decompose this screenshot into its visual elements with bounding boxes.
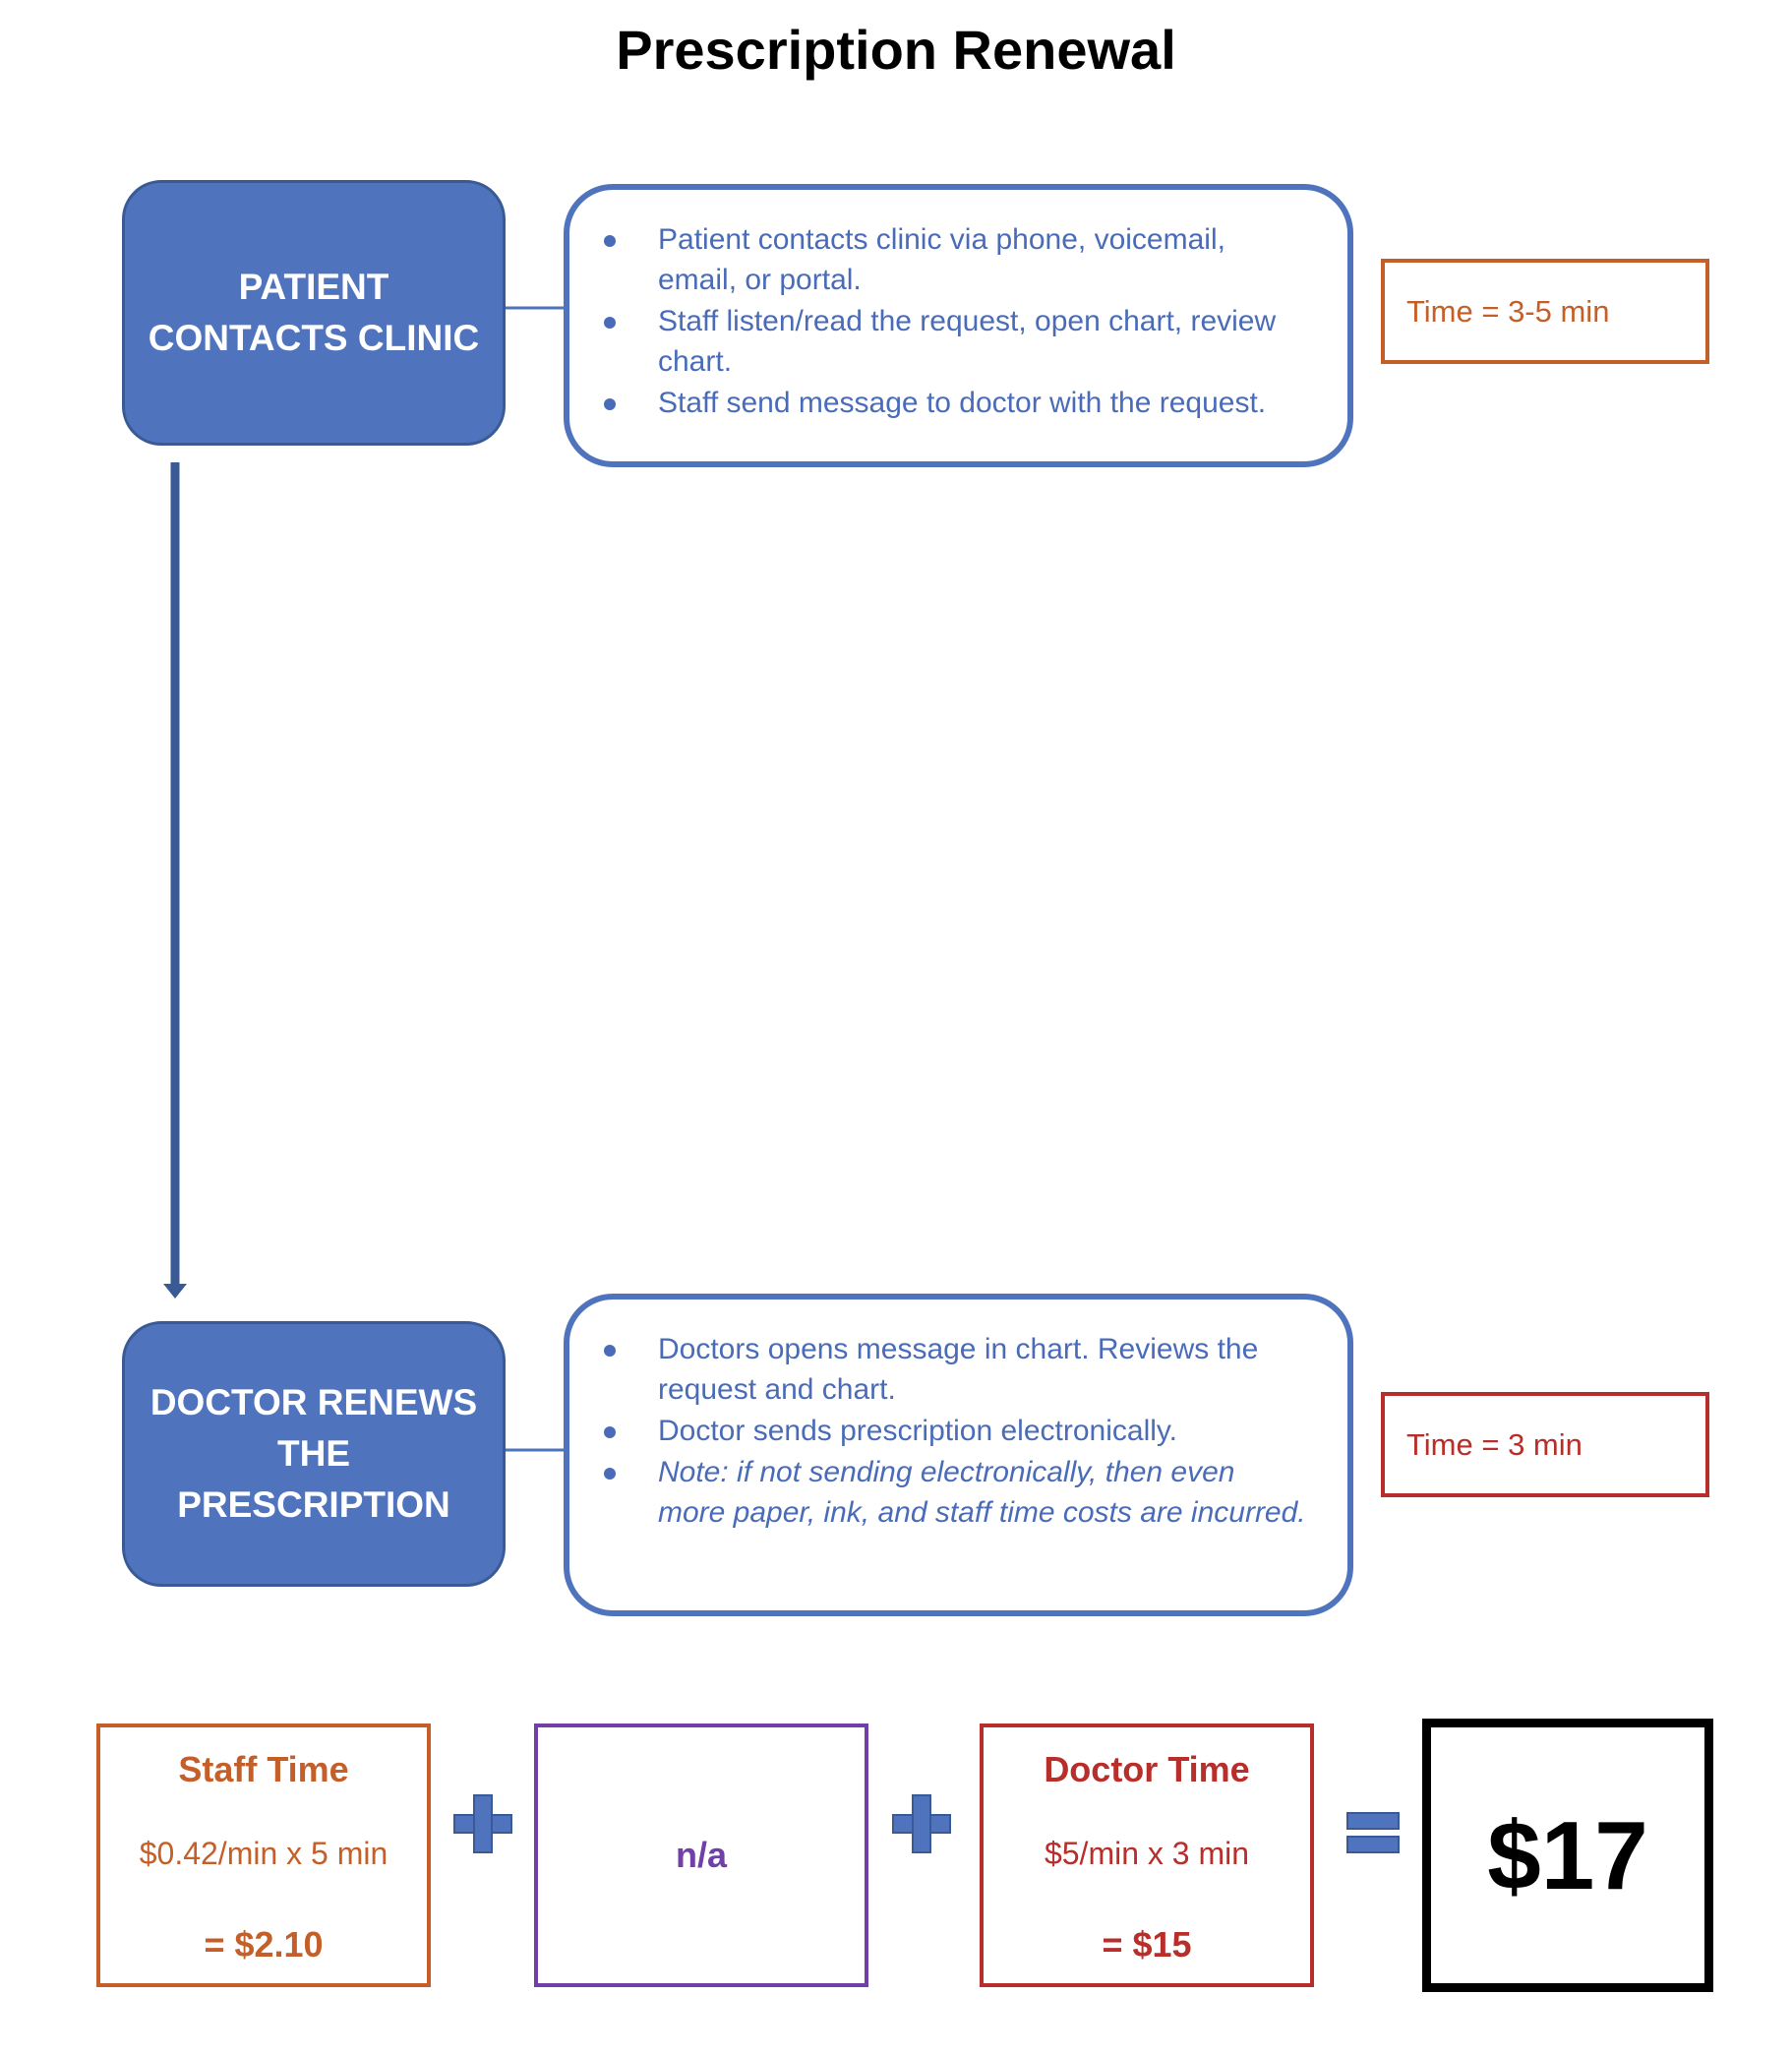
cost-staff-time: Staff Time $0.42/min x 5 min = $2.10 <box>96 1723 431 1987</box>
step-1-bullet: Staff listen/read the request, open char… <box>604 301 1308 382</box>
step-patient-contacts-clinic: PATIENT CONTACTS CLINIC <box>122 180 506 446</box>
cost-middle: n/a <box>534 1723 868 1987</box>
step-2-note: Note: if not sending electronically, the… <box>604 1452 1308 1533</box>
equals-icon <box>1346 1812 1400 1853</box>
staff-time-result: = $2.10 <box>204 1924 324 1965</box>
step-2-details: Doctors opens message in chart. Reviews … <box>564 1294 1353 1616</box>
flow-arrow-head <box>163 1284 187 1299</box>
middle-cost-text: n/a <box>675 1835 727 1875</box>
step-2-time-label: Time = 3 min <box>1406 1426 1583 1462</box>
staff-time-title: Staff Time <box>178 1749 349 1789</box>
staff-time-formula: $0.42/min x 5 min <box>139 1836 388 1871</box>
doctor-time-result: = $15 <box>1102 1924 1192 1965</box>
plus-icon-2 <box>892 1794 951 1853</box>
step-1-time: Time = 3-5 min <box>1381 259 1709 364</box>
step-1-label: PATIENT CONTACTS CLINIC <box>148 267 480 358</box>
page-title: Prescription Renewal <box>616 19 1176 81</box>
step-2-label: DOCTOR RENEWS THE PRESCRIPTION <box>149 1382 478 1525</box>
doctor-time-title: Doctor Time <box>1044 1749 1250 1789</box>
step-2-bullet: Doctor sends prescription electronically… <box>604 1411 1308 1451</box>
cost-total: $17 <box>1422 1719 1713 1992</box>
step-1-time-label: Time = 3-5 min <box>1406 293 1610 329</box>
doctor-time-formula: $5/min x 3 min <box>1044 1836 1250 1871</box>
cost-doctor-time: Doctor Time $5/min x 3 min = $15 <box>980 1723 1314 1987</box>
step-2-time: Time = 3 min <box>1381 1392 1709 1497</box>
step-1-bullet: Staff send message to doctor with the re… <box>604 383 1308 423</box>
step-1-details: Patient contacts clinic via phone, voice… <box>564 184 1353 467</box>
step-doctor-renews-prescription: DOCTOR RENEWS THE PRESCRIPTION <box>122 1321 506 1587</box>
step-2-bullet: Doctors opens message in chart. Reviews … <box>604 1329 1308 1410</box>
total-cost: $17 <box>1487 1800 1648 1909</box>
step-1-bullet: Patient contacts clinic via phone, voice… <box>604 219 1308 300</box>
plus-icon-1 <box>453 1794 512 1853</box>
